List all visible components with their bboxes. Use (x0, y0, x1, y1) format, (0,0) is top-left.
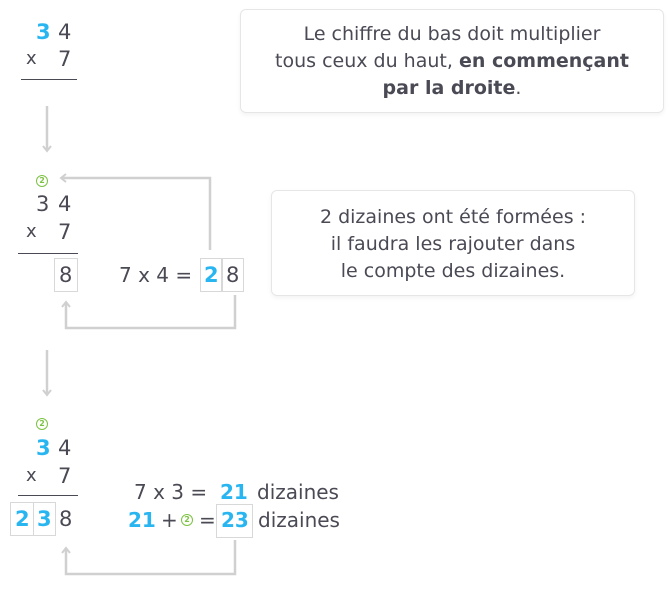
step3-eq2-plus: + (161, 508, 178, 532)
step3-result-tens: 3 (37, 507, 52, 531)
step2-eq-left: 7 x 4 = (119, 263, 193, 287)
step1-note-line3: par la droite. (382, 77, 522, 99)
result-arrow (61, 540, 237, 576)
step2-eq-units: 8 (226, 263, 240, 287)
step3-eq2-value: 21 (128, 508, 156, 532)
step3-multiplier: 7 (58, 464, 72, 488)
step3-top-tens: 3 (36, 436, 51, 460)
step1-note-line2: tous ceux du haut, en commençant (275, 50, 629, 72)
step2-note: 2 dizaines ont été formées : il faudra l… (271, 190, 635, 296)
step3-eq1-value: 21 (220, 480, 248, 504)
step1-times-sign: x (26, 48, 37, 69)
step3-top-units: 4 (58, 436, 72, 460)
step2-note-line3: le compte des dizaines. (340, 260, 566, 282)
step2-top-tens: 3 (36, 192, 50, 216)
step1-top-units: 4 (58, 20, 72, 44)
step2-multiplier: 7 (58, 220, 72, 244)
step2-rule (18, 253, 78, 254)
step2-note-line2: il faudra les rajouter dans (330, 233, 576, 255)
step3-rule (18, 495, 78, 496)
step3-eq1-unit: dizaines (257, 480, 339, 504)
step3-eq2-result-box (216, 504, 253, 538)
step3-carry-badge: 2 (36, 418, 48, 430)
step3-eq2-result: 23 (221, 508, 249, 532)
step3-result-tens-box (33, 502, 56, 536)
step1-note: Le chiffre du bas doit multiplier tous c… (240, 9, 664, 113)
units-arrow (61, 295, 237, 330)
carry-arrow (59, 173, 212, 250)
step2-note-line1: 2 dizaines ont été formées : (319, 206, 587, 228)
step2-top-units: 4 (58, 192, 72, 216)
step3-eq2-equals: = (199, 508, 216, 532)
step2-eq-tens: 2 (204, 263, 219, 287)
step2-eq-tens-box (200, 258, 222, 292)
step2-carry-badge: 2 (36, 175, 48, 187)
step2-result-units-box (54, 258, 78, 292)
step2-eq-units-box (222, 258, 244, 292)
step3-eq1-left: 7 x 3 = (134, 480, 208, 504)
step3-eq2-unit: dizaines (258, 508, 340, 532)
step3-eq2-carry-badge: 2 (181, 514, 193, 526)
step1-multiplier: 7 (58, 47, 72, 71)
step3-result-units: 8 (59, 507, 73, 531)
step2-result-units: 8 (59, 263, 73, 287)
step3-times-sign: x (26, 465, 37, 486)
step2-times-sign: x (26, 221, 37, 242)
step3-result-hundreds: 2 (15, 507, 30, 531)
step1-note-line1: Le chiffre du bas doit multiplier (303, 23, 601, 45)
step1-top-tens: 3 (36, 20, 51, 44)
step1-rule (21, 79, 77, 80)
